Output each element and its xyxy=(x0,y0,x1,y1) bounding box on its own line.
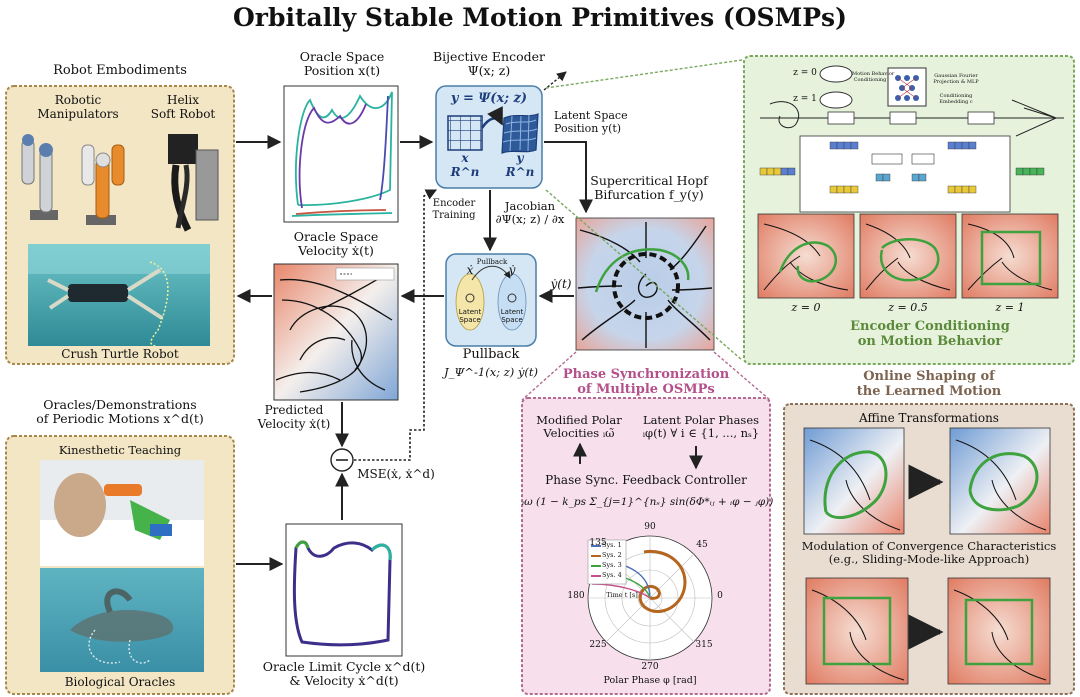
affine-after-plot xyxy=(949,427,1051,535)
limit-cycle-label: Oracle Limit Cycle x^d(t) & Velocity ẋ^d… xyxy=(262,659,426,689)
manipulators-label: Robotic Manipulators xyxy=(37,93,119,121)
phase-sync-heading: Phase Synchronization of Multiple OSMPs xyxy=(562,367,730,397)
polar-legend xyxy=(587,539,627,585)
turtle-label: Crush Turtle Robot xyxy=(61,347,179,361)
encoder-y-space: R^n xyxy=(505,165,535,179)
robot-embodiments-heading: Robot Embodiments xyxy=(53,63,187,78)
phase-modified-label: Modified Polar Velocities ᵢω̃ xyxy=(536,413,622,441)
encoder-panel xyxy=(435,85,543,189)
x-grid-icon xyxy=(447,115,483,151)
phase-formula: ᵢω (1 − k_ps Σ_{j=1}^{nₛ} sin(δΦ*ᵢⱼ + ᵢφ… xyxy=(522,496,774,508)
polar-angle-135: 135 xyxy=(589,538,607,548)
crush-turtle-photo xyxy=(28,244,210,347)
kinesthetic-label: Kinesthetic Teaching xyxy=(58,443,182,457)
z0-node xyxy=(819,65,853,83)
pullback-latent-left: Latent Space xyxy=(458,308,482,325)
cond-panel-label-2: z = 1 xyxy=(995,301,1025,314)
polar-legend-1: Sys. 1 xyxy=(602,541,622,549)
mse-label: MSE(ẋ, ẋ^d) xyxy=(357,467,435,481)
pullback-formula: J_Ψ^-1(x; z) ẏ(t) xyxy=(443,365,539,379)
polar-angle-0: 0 xyxy=(717,591,723,601)
cond-z0: z = 0 xyxy=(793,68,817,78)
oracle-position-label: Oracle Space Position x(t) xyxy=(299,49,385,79)
online-shaping-heading: Online Shaping of the Learned Motion xyxy=(856,369,1002,399)
cond-mbc: Motion Behavior Conditioning xyxy=(852,71,895,83)
conditioning-panel-z0 xyxy=(757,213,855,299)
oracle-velocity-legend xyxy=(335,267,395,281)
manipulator-robots-image xyxy=(21,134,125,225)
oracle-position-curves xyxy=(291,91,393,217)
pullback-x-dot: ẋ xyxy=(466,263,474,277)
conditioning-network xyxy=(887,67,927,107)
cond-panel-label-0: z = 0 xyxy=(791,301,821,314)
z1-node xyxy=(819,91,853,109)
polar-time-label: Time t [s] xyxy=(606,591,638,599)
encoder-training-path xyxy=(354,189,438,461)
arrow-encoder-to-hopf xyxy=(544,141,593,214)
helix-label: Helix Soft Robot xyxy=(150,93,216,121)
polar-axis-label: Polar Phase φ [rad] xyxy=(603,675,697,686)
encoder-training-label: Encoder Training xyxy=(432,198,476,221)
helix-soft-robot-image xyxy=(168,134,219,232)
polar-legend-3: Sys. 3 xyxy=(602,561,622,569)
encoder-x-label: x xyxy=(461,151,469,165)
encoder-x-space: R^n xyxy=(450,165,480,179)
biological-oracle-photo xyxy=(40,568,204,672)
jacobian-label: Jacobian ∂Ψ(x; z) / ∂x xyxy=(495,199,565,227)
figure-title: Orbitally Stable Motion Primitives (OSMP… xyxy=(233,3,847,32)
phase-controller-label: Phase Sync. Feedback Controller xyxy=(545,473,747,487)
cond-z1: z = 1 xyxy=(793,94,817,104)
cond-ce: Conditioning Embedding c xyxy=(939,93,973,105)
pullback-sub: Pullback xyxy=(476,258,508,266)
polar-angle-45: 45 xyxy=(696,540,708,550)
hopf-bifurcation-plot xyxy=(575,217,715,351)
encoder-equation: y = Ψ(x; z) xyxy=(450,91,528,106)
oracle-velocity-plot xyxy=(273,263,399,401)
polar-angle-180: 180 xyxy=(567,591,585,601)
polar-angle-270: 270 xyxy=(641,662,659,672)
polar-legend-2: Sys. 2 xyxy=(602,551,622,559)
cond-panel-label-1: z = 0.5 xyxy=(888,301,928,314)
kinesthetic-teaching-photo xyxy=(40,460,204,566)
encoder-heading: Bijective Encoder Ψ(x; z) xyxy=(433,49,545,79)
phase-latent-label: Latent Polar Phases ᵢφ(t) ∀ i ∈ {1, ...,… xyxy=(642,413,760,441)
cond-gff: Gaussian Fourier Projection & MLP xyxy=(933,73,979,85)
encoder-conditioning-heading: Encoder Conditioning on Motion Behavior xyxy=(850,319,1010,349)
polar-angle-315: 315 xyxy=(695,640,713,650)
ydot-label: ẏ(t) xyxy=(550,277,572,291)
affine-label: Affine Transformations xyxy=(859,411,999,425)
oracle-velocity-label: Oracle Space Velocity ẋ(t) xyxy=(293,229,379,259)
pullback-title: Pullback xyxy=(462,347,520,362)
oracle-position-plot xyxy=(283,85,399,223)
oracle-velocity-streamlines xyxy=(275,271,393,393)
oracles-heading: Oracles/Demonstrations of Periodic Motio… xyxy=(36,397,204,427)
hopf-trajectory xyxy=(594,248,690,293)
feature-vectors xyxy=(759,141,1045,194)
hopf-label: Supercritical Hopf Bifurcation f_y(y) xyxy=(590,173,708,203)
polar-angle-90: 90 xyxy=(644,522,656,532)
encoder-y-label: y xyxy=(516,151,524,165)
polar-angle-225: 225 xyxy=(589,640,607,650)
polar-legend-4: Sys. 4 xyxy=(602,571,622,579)
latent-position-label: Latent Space Position y(t) xyxy=(554,109,628,135)
predicted-velocity-label: Predicted Velocity ẋ(t) xyxy=(257,403,331,431)
biological-label: Biological Oracles xyxy=(64,675,176,689)
pullback-y-dot: ẏ xyxy=(508,263,516,277)
sync-spiral xyxy=(638,549,687,613)
modulation-label: Modulation of Convergence Characteristic… xyxy=(801,539,1057,567)
pullback-latent-right: Latent Space xyxy=(500,308,524,325)
hopf-limit-cycle xyxy=(612,252,680,320)
